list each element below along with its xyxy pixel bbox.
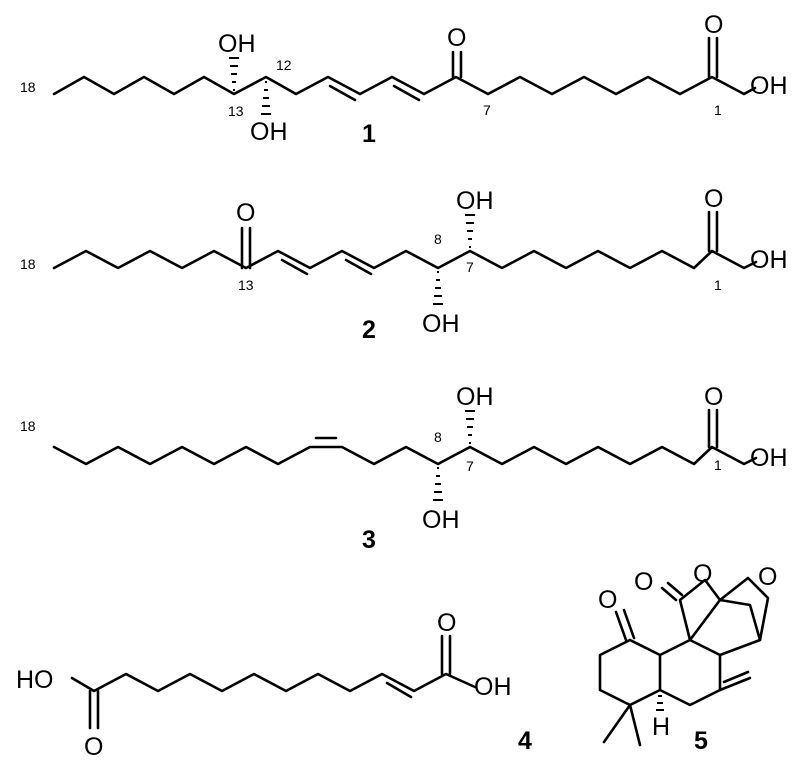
compound-5-ether-oxygen: O	[758, 563, 777, 591]
compound-2-hydroxyl-bottom: OH	[422, 310, 460, 338]
compound-2-ketone-oxygen: O	[236, 199, 255, 227]
compound-1-locant-c18: 18	[20, 79, 36, 95]
compound-2-chain	[52, 249, 758, 270]
compound-2-acid-hydroxyl: OH	[750, 246, 788, 274]
compound-2-hashed-wedge-c8	[433, 271, 443, 305]
compound-5-label: 5	[694, 727, 708, 755]
compound-4: HO O O OH 4	[16, 609, 532, 761]
compound-1-label: 1	[362, 120, 376, 148]
compound-1-ketone-oxygen: O	[447, 24, 466, 52]
compound-4-hydroxyl-left: HO	[16, 666, 54, 694]
compound-4-label: 4	[518, 727, 532, 755]
compound-3-hydroxyl-bottom: OH	[422, 506, 460, 534]
compound-2-locant-c7: 7	[466, 259, 474, 275]
compound-3-label: 3	[362, 526, 376, 554]
compound-5-ketone-bond	[614, 610, 628, 642]
compound-5-lactone-carbonyl	[660, 586, 678, 602]
compound-5-lactone-carbonyl-oxygen: O	[634, 568, 653, 596]
compound-1-hashed-wedge-c12	[261, 81, 271, 115]
compound-5-lactone-carbonyl	[666, 581, 684, 597]
compound-5-methyl	[628, 703, 642, 747]
compound-5-lactone-ring-oxygen: O	[693, 560, 712, 588]
compound-1-locant-c13: 13	[228, 103, 244, 119]
compound-4-double-bond	[385, 681, 413, 699]
compound-5-double-bond	[718, 676, 752, 692]
compound-3-chain	[52, 445, 758, 466]
compound-5-ketone-oxygen: O	[598, 586, 617, 614]
compound-5-ring-a	[598, 638, 662, 707]
compound-1-acid-oxygen: O	[704, 11, 723, 39]
compound-2-double-bond-c9	[344, 258, 373, 276]
compound-2-hashed-wedge-c7	[465, 214, 475, 248]
compound-1-hydroxyl-bottom: OH	[250, 118, 288, 146]
compound-4-hydroxyl-right: OH	[474, 673, 512, 701]
compound-2-locant-c18: 18	[20, 256, 36, 272]
compound-4-oxygen-left: O	[84, 733, 103, 761]
compound-1-locant-c12: 12	[276, 57, 292, 73]
compound-2-locant-c1: 1	[714, 277, 722, 293]
compound-3: OH OH O OH 18 8 7 1 3	[20, 383, 788, 554]
compound-1-locant-c1: 1	[714, 102, 722, 118]
compound-1-hashed-wedge-c13	[229, 57, 239, 91]
compound-3-acid-hydroxyl: OH	[750, 444, 788, 472]
compound-2-double-bond-c11	[280, 258, 309, 276]
compound-1-acid-hydroxyl: OH	[750, 72, 788, 100]
compound-4-chain	[70, 672, 477, 693]
compound-2-locant-c13: 13	[238, 277, 254, 293]
compound-5-hashed-h	[656, 695, 664, 711]
compound-2-hydroxyl-top: OH	[456, 187, 494, 215]
compound-5-lactone	[678, 578, 722, 642]
compound-2-acid-oxygen: O	[704, 185, 723, 213]
compound-1-hydroxyl-top: OH	[218, 30, 256, 58]
compound-2-label: 2	[362, 316, 376, 344]
compound-1-double-bond-c10	[328, 84, 357, 102]
compound-1: OH OH O O OH 18 13 12 7 1 1	[20, 11, 788, 148]
compound-4-oxygen-right: O	[437, 609, 456, 637]
compound-1-double-bond-c8	[392, 84, 421, 102]
compound-1-locant-c7: 7	[483, 102, 491, 118]
compound-1-chain	[52, 75, 757, 96]
compound-5-ketone-bond	[622, 608, 636, 640]
compound-5-methyl	[602, 703, 632, 744]
compound-3-hashed-wedge-c7	[465, 410, 475, 444]
compound-3-locant-c8: 8	[434, 429, 442, 445]
compound-3-locant-c7: 7	[466, 458, 474, 474]
compound-3-acid-oxygen: O	[704, 383, 723, 411]
compound-5-ring-b	[658, 638, 722, 707]
compound-5-ring-c	[688, 598, 762, 657]
compound-5-ether-ring	[718, 576, 770, 642]
compound-3-locant-c18: 18	[20, 418, 36, 434]
compound-3-hashed-wedge-c8	[433, 467, 443, 501]
compound-5-alkene	[722, 670, 750, 684]
compound-2: O OH OH O OH 18 13 8 7 1 2	[20, 185, 788, 344]
compound-5-hydrogen: H	[652, 713, 670, 741]
compound-3-hydroxyl-top: OH	[456, 383, 494, 411]
compound-2-locant-c8: 8	[434, 231, 442, 247]
compound-3-locant-c1: 1	[714, 457, 722, 473]
compound-5: O O O O H 5	[598, 560, 777, 755]
